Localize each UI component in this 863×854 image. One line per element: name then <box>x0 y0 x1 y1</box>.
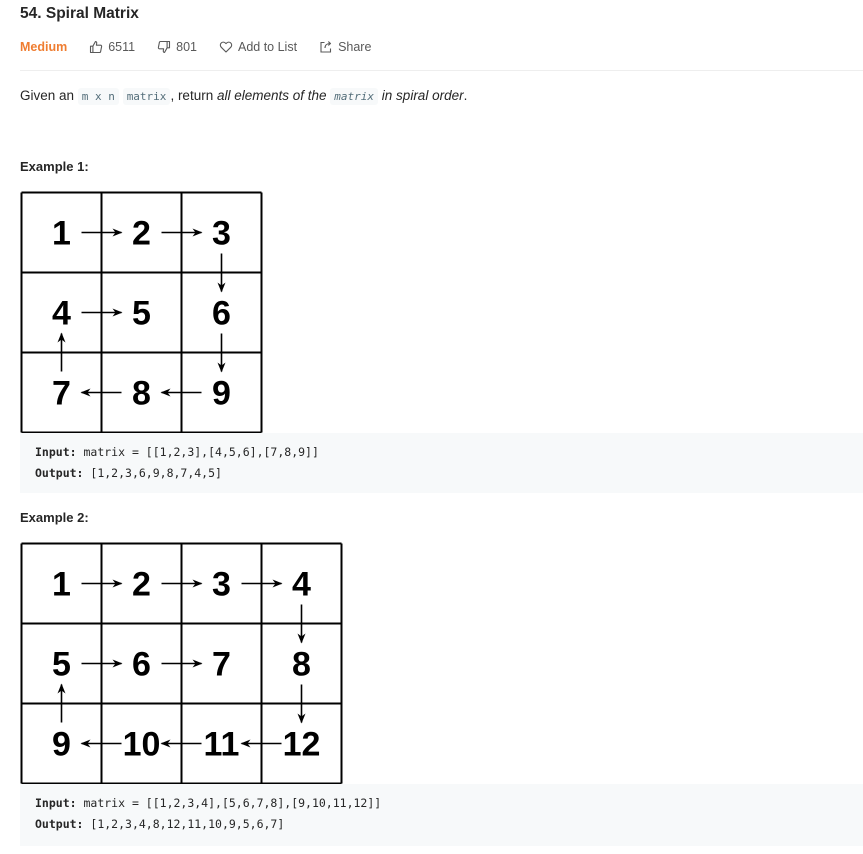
matrix-cell-value: 4 <box>292 566 311 604</box>
matrix-cell-value: 12 <box>283 726 321 764</box>
matrix-cell-value: 4 <box>52 295 71 333</box>
description-emphasis: all elements of the matrix in spiral ord… <box>216 88 464 105</box>
share-label: Share <box>338 40 372 54</box>
matrix-cell-value: 9 <box>52 726 71 764</box>
matrix-cell-value: 6 <box>132 646 151 684</box>
example-2-label: Example 2: <box>20 510 89 525</box>
matrix-cell-value: 3 <box>212 215 231 253</box>
share-icon <box>320 41 332 53</box>
example-1-code-block: Input: matrix = [[1,2,3],[4,5,6],[7,8,9]… <box>20 433 863 493</box>
output-label: Output: <box>35 817 84 831</box>
matrix-cell-value: 6 <box>212 295 231 333</box>
example-1-label: Example 1: <box>20 159 89 174</box>
like-button[interactable]: 6511 <box>89 40 135 54</box>
input-label: Input: <box>35 796 77 810</box>
description-text: . <box>463 88 468 103</box>
inline-code-mxn: m x n <box>77 88 119 105</box>
matrix-cell-value: 9 <box>212 375 231 413</box>
header-divider <box>20 70 863 71</box>
example-2-input: Input: matrix = [[1,2,3,4],[5,6,7,8],[9,… <box>35 793 848 814</box>
output-value: [1,2,3,4,8,12,11,10,9,5,6,7] <box>90 817 285 831</box>
add-to-list-label: Add to List <box>237 40 298 54</box>
heart-icon <box>219 41 233 53</box>
matrix-cell-value: 8 <box>292 646 311 684</box>
matrix-cell-value: 11 <box>204 726 240 764</box>
output-value: [1,2,3,6,9,8,7,4,5] <box>90 466 222 480</box>
thumbs-up-icon <box>90 41 103 54</box>
dislikes-count: 801 <box>176 40 197 54</box>
likes-count: 6511 <box>108 40 136 54</box>
matrix-cell-value: 10 <box>123 726 161 764</box>
emphasis-text: in spiral order <box>378 88 464 103</box>
dislike-button[interactable]: 801 <box>157 40 197 54</box>
matrix-cell-value: 1 <box>52 215 71 253</box>
output-label: Output: <box>35 466 84 480</box>
problem-title: 54. Spiral Matrix <box>20 5 139 22</box>
inline-code-matrix: matrix <box>330 88 379 105</box>
example-1-input: Input: matrix = [[1,2,3],[4,5,6],[7,8,9]… <box>35 442 848 463</box>
example-1-matrix-diagram: 1 2 3 4 5 6 7 8 9 <box>20 191 263 434</box>
description-text: Given an <box>20 88 78 103</box>
example-2-code-block: Input: matrix = [[1,2,3,4],[5,6,7,8],[9,… <box>20 784 863 846</box>
input-label: Input: <box>35 445 77 459</box>
example-2-output: Output: [1,2,3,4,8,12,11,10,9,5,6,7] <box>35 814 848 835</box>
thumbs-down-icon <box>157 40 171 53</box>
input-value: matrix = [[1,2,3,4],[5,6,7,8],[9,10,11,1… <box>83 796 382 810</box>
description-text: , return <box>170 88 217 103</box>
difficulty-badge: Medium <box>20 40 68 54</box>
matrix-cell-value: 7 <box>212 646 231 684</box>
input-value: matrix = [[1,2,3],[4,5,6],[7,8,9]] <box>83 445 319 459</box>
emphasis-text: all elements of the <box>216 88 331 103</box>
share-button[interactable]: Share <box>319 40 371 54</box>
matrix-cell-value: 1 <box>52 566 71 604</box>
problem-meta-bar: Medium 6511 801 Add to List <box>20 38 393 56</box>
matrix-cell-value: 8 <box>132 375 151 413</box>
matrix-cell-value: 3 <box>212 566 231 604</box>
matrix-cell-value: 5 <box>132 295 151 333</box>
matrix-cell-value: 7 <box>52 375 71 413</box>
matrix-cell-value: 5 <box>52 646 71 684</box>
example-1-output: Output: [1,2,3,6,9,8,7,4,5] <box>35 463 848 484</box>
inline-code-matrix: matrix <box>122 88 171 105</box>
add-to-list-button[interactable]: Add to List <box>219 40 297 54</box>
matrix-cell-value: 2 <box>132 215 151 253</box>
problem-description: Given an m x n matrix, return all elemen… <box>20 88 468 105</box>
matrix-cell-value: 2 <box>132 566 151 604</box>
